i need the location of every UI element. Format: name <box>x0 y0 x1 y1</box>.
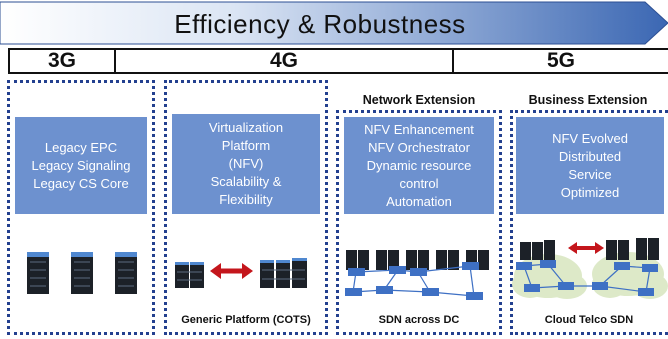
box-line: Flexibility <box>219 192 273 207</box>
double-arrow-icon <box>568 242 604 254</box>
network-node-icon <box>516 260 658 296</box>
panel-nfv <box>164 80 328 335</box>
server-rack-icon <box>71 252 93 294</box>
server-rack-icon <box>175 262 204 288</box>
network-extension-box: NFV Enhancement NFV Orchestrator Dynamic… <box>344 117 494 214</box>
box-line: Legacy CS Core <box>33 175 129 191</box>
network-node-icon <box>345 262 483 300</box>
box-line: Optimized <box>560 184 620 200</box>
panel-legacy <box>7 80 155 335</box>
generation-3g: 3G <box>8 48 116 74</box>
box-line: Scalability & <box>210 174 282 189</box>
panel-business-extension <box>510 110 668 335</box>
panel-network-extension <box>336 110 502 335</box>
banner-arrow <box>0 1 668 45</box>
box-line: Distributed <box>558 148 622 164</box>
server-rack-icon <box>260 258 307 288</box>
box-line: control <box>399 175 439 191</box>
generation-row: 3G 4G 5G <box>8 48 668 74</box>
box-line: Automation <box>386 193 452 209</box>
server-rack-icon <box>27 252 49 294</box>
server-rack-icon <box>520 238 659 260</box>
box-line: NFV Enhancement <box>364 121 474 137</box>
sdn-dc-caption: SDN across DC <box>378 314 460 326</box>
business-extension-box: NFV Evolved Distributed Service Optimize… <box>516 117 664 214</box>
box-line: (NFV) <box>228 156 264 171</box>
cloud-telco-caption: Cloud Telco SDN <box>544 314 634 326</box>
legacy-core-box: Legacy EPC Legacy Signaling Legacy CS Co… <box>15 117 147 214</box>
box-line: Legacy Signaling <box>31 157 131 173</box>
box-line: Dynamic resource <box>366 157 472 173</box>
banner-title: Efficiency & Robustness <box>174 8 466 39</box>
generation-5g: 5G <box>452 48 668 74</box>
cots-caption: Generic Platform (COTS) <box>181 314 311 326</box>
double-arrow-icon <box>210 263 253 279</box>
generation-4g: 4G <box>114 48 454 74</box>
box-line: Virtualization <box>208 120 284 135</box>
box-line: NFV Orchestrator <box>368 139 470 155</box>
nfv-box: Virtualization Platform (NFV) Scalabilit… <box>172 114 320 214</box>
box-line: NFV Evolved <box>552 130 628 146</box>
box-line: Service <box>568 166 612 182</box>
server-rack-icon <box>115 252 137 294</box>
network-extension-heading: Network Extension <box>362 93 476 107</box>
server-rack-icon <box>346 250 489 270</box>
business-extension-heading: Business Extension <box>528 93 648 107</box>
box-line: Legacy EPC <box>44 139 118 155</box>
box-line: Platform <box>221 138 271 153</box>
